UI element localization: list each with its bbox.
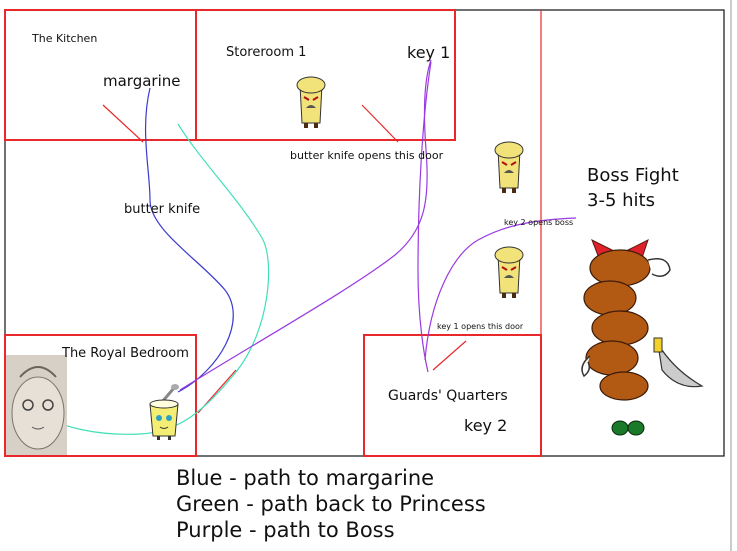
princess-sketch-image xyxy=(6,355,67,455)
croissant-boss-icon xyxy=(581,238,704,436)
kitchen-door-pointer xyxy=(102,104,144,143)
guards-quarters-room xyxy=(363,334,542,457)
toast-guard-storeroom-icon xyxy=(296,76,326,128)
purple-path-key1 xyxy=(179,59,432,391)
kitchen-label: The Kitchen xyxy=(32,32,98,45)
bedroom-label: The Royal Bedroom xyxy=(62,346,189,361)
key1-label: key 1 xyxy=(407,43,451,62)
key2-boss-note: key 2 opens boss xyxy=(504,218,574,227)
butter-tub-hero-icon xyxy=(149,384,179,440)
purple-path-key2 xyxy=(417,61,432,373)
green-path xyxy=(37,123,270,435)
boss-hits-note: 3-5 hits xyxy=(587,190,655,211)
legend-purple: Purple - path to Boss xyxy=(176,518,395,542)
key1-door-note: key 1 opens this door xyxy=(437,322,524,331)
toast-guard-lower-icon xyxy=(494,246,524,298)
legend-green: Green - path back to Princess xyxy=(176,492,486,516)
boss-fight-title: Boss Fight xyxy=(587,165,679,186)
legend-blue: Blue - path to margarine xyxy=(176,466,435,490)
bedroom-room xyxy=(4,334,197,457)
guards-quarters-label: Guards' Quarters xyxy=(388,388,508,404)
purple-path-boss xyxy=(424,217,577,361)
margarine-label: margarine xyxy=(103,72,181,90)
blue-path xyxy=(144,87,234,393)
storeroom-label: Storeroom 1 xyxy=(226,45,307,60)
storeroom-door-pointer xyxy=(361,104,399,143)
storeroom-room xyxy=(195,9,456,141)
butter-knife-door-note: butter knife opens this door xyxy=(290,149,444,162)
toast-guard-upper-icon xyxy=(494,141,524,193)
guards-door-pointer xyxy=(432,340,467,371)
butter-knife-label: butter knife xyxy=(124,202,201,217)
key2-label: key 2 xyxy=(464,416,508,435)
